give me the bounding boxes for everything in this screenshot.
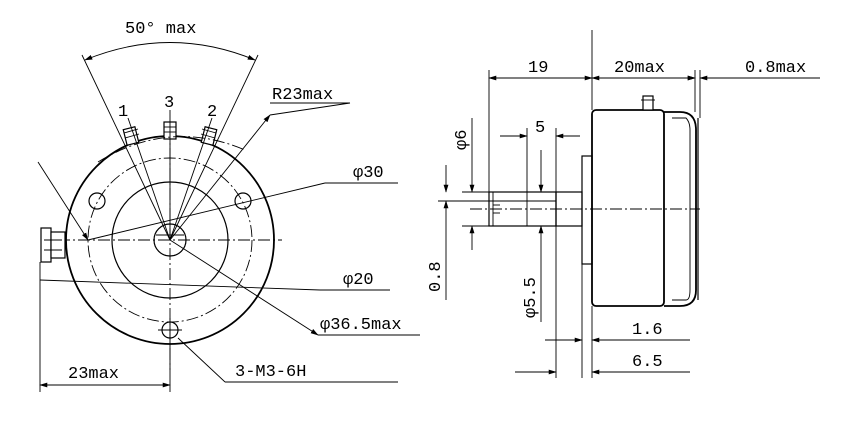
angle-label: 50° max: [125, 20, 196, 39]
front-view: 50° max 1 3 2 R23max φ30 φ20 φ36.5max 3-…: [37, 20, 420, 392]
thread-leader: [177, 337, 226, 383]
dim-16-label: 1.6: [632, 321, 663, 340]
angle-right-line: [169, 54, 259, 241]
side-bracket: [40, 227, 66, 263]
dia30-leader: [87, 182, 326, 241]
thread-label: 3-M3-6H: [235, 363, 306, 382]
dim-20max-label: 20max: [614, 59, 665, 78]
dia30-ext-left: [37, 161, 89, 241]
body-housing: [591, 109, 665, 307]
dia20-label: φ20: [343, 271, 374, 290]
r23-arc: [97, 136, 246, 163]
side-view: 19 20max 0.8max 5 φ6 0.8 φ5.5 1.: [427, 30, 820, 378]
terminal-2: [200, 126, 218, 146]
angle-arc: [84, 42, 256, 61]
r23-leader: [169, 114, 271, 241]
dim-65-label: 6.5: [632, 353, 663, 372]
r23-label: R23max: [272, 86, 333, 105]
rear-cover-inner: [672, 117, 691, 301]
terminal-1-label: 1: [118, 103, 128, 122]
dim-phi55-label: φ5.5: [522, 277, 541, 318]
offset-label: 23max: [68, 365, 119, 384]
terminal1-ray: [127, 117, 171, 241]
side-terminal: [642, 95, 654, 111]
terminal-1: [122, 126, 140, 146]
terminal-3-label: 3: [164, 94, 174, 113]
dim-5-label: 5: [535, 119, 545, 138]
dia365-leader: [169, 239, 319, 336]
dia20-leader: [39, 279, 321, 291]
r23-leader-tail: [269, 102, 351, 116]
dim-08-label: 0.8: [427, 261, 446, 292]
front-flange: [581, 155, 593, 265]
dim-19-label: 19: [528, 59, 548, 78]
dia365-label: φ36.5max: [320, 316, 402, 335]
dim-08max-label: 0.8max: [745, 59, 806, 78]
dim-phi6-label: φ6: [453, 130, 472, 150]
terminal-2-label: 2: [207, 103, 217, 122]
mount-hole-left: [88, 192, 106, 210]
dia30-label: φ30: [353, 164, 384, 183]
rear-cover: [664, 111, 697, 307]
